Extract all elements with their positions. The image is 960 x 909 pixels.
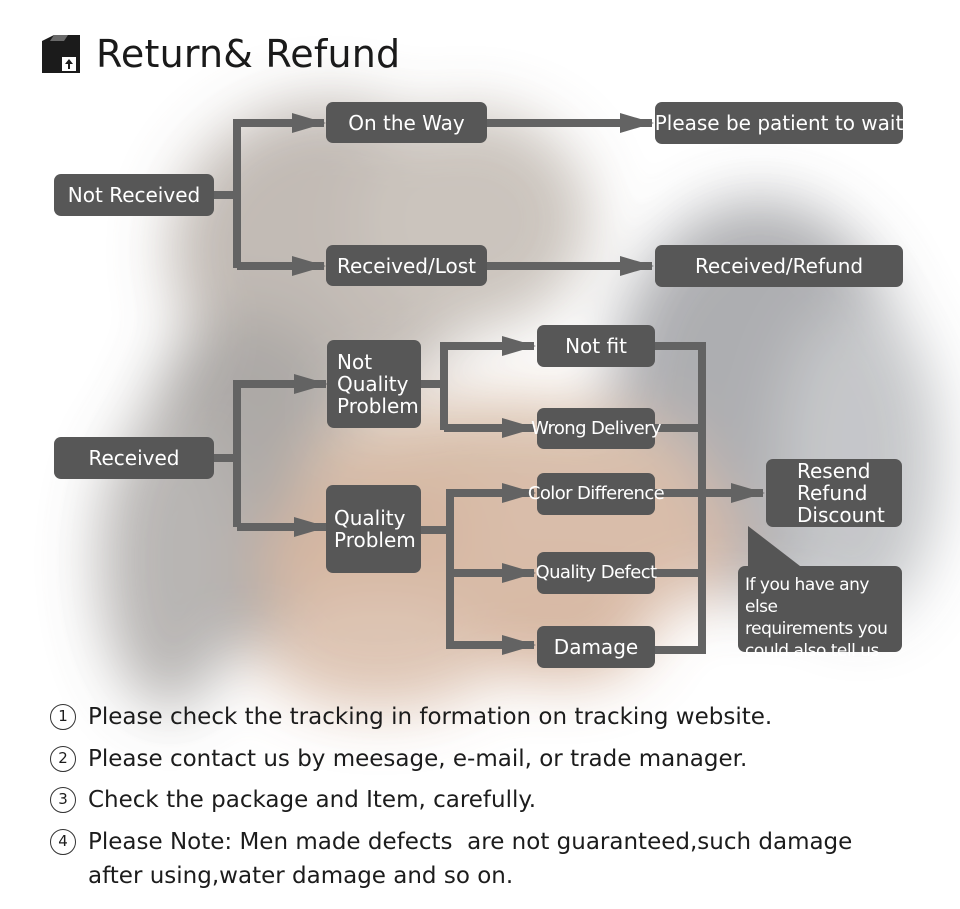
page-title: Return& Refund: [40, 30, 400, 78]
note-number: 1: [50, 704, 76, 730]
box-damage: Damage: [537, 626, 655, 668]
box-not-fit: Not fit: [537, 325, 655, 367]
box-resend-refund-discount: Resend Refund Discount: [766, 459, 902, 527]
box-wrong-delivery: Wrong Delivery: [531, 408, 662, 449]
note-item: 4 Please Note: Men made defects are not …: [50, 825, 930, 893]
note-text: Please contact us by meesage, e-mail, or…: [88, 746, 748, 772]
box-color-difference: Color Difference: [528, 473, 665, 515]
callout-extra-requirements: If you have any else requirements you co…: [738, 566, 902, 661]
box-received-lost: Received/Lost: [326, 245, 487, 286]
box-quality-defect: Quality Defect: [536, 552, 657, 594]
box-please-wait: Please be patient to wait: [655, 102, 903, 144]
box-quality-problem: Quality Problem: [326, 485, 421, 573]
note-item: 3 Check the package and Item, carefully.: [50, 783, 930, 817]
box-not-received: Not Received: [54, 174, 214, 216]
note-text: Please check the tracking in formation o…: [88, 704, 773, 730]
note-item: 1 Please check the tracking in formation…: [50, 700, 930, 734]
note-number: 2: [50, 746, 76, 772]
note-text: Please Note: Men made defects are not gu…: [88, 829, 853, 889]
callout-pointer: [748, 526, 800, 570]
note-item: 2 Please contact us by meesage, e-mail, …: [50, 742, 930, 776]
box-received-refund: Received/Refund: [655, 245, 903, 287]
note-text: Check the package and Item, carefully.: [88, 787, 537, 813]
package-box-icon: [42, 35, 80, 73]
box-received: Received: [54, 437, 214, 479]
box-on-the-way: On the Way: [326, 102, 487, 143]
title-text: Return& Refund: [96, 32, 401, 76]
box-not-quality-problem: Not Quality Problem: [327, 340, 421, 428]
note-number: 4: [50, 829, 76, 855]
note-number: 3: [50, 787, 76, 813]
